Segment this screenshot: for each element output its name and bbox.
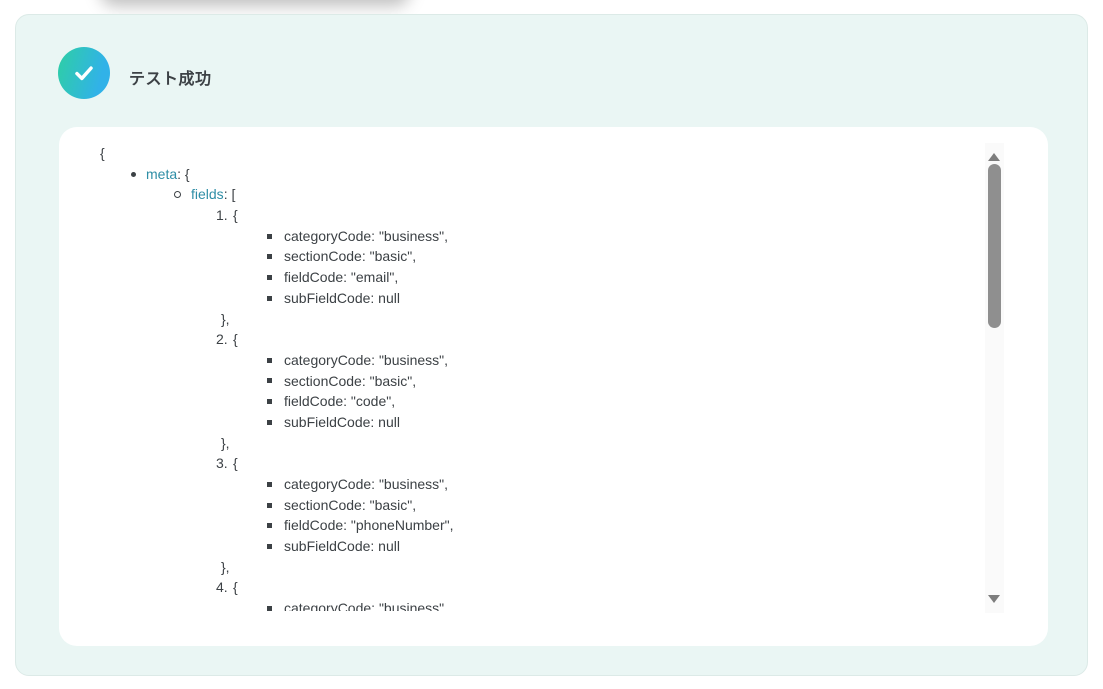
json-item-close-line: }, <box>100 557 980 578</box>
square-bullet-icon <box>267 233 272 239</box>
json-leaf-text: subFieldCode: null <box>284 289 400 306</box>
json-item-fields: categoryCode: "business", sectionCode: "b… <box>100 350 980 433</box>
json-leaf-text: fieldCode: "phoneNumber", <box>284 517 454 534</box>
scrollbar-track[interactable] <box>985 143 1004 613</box>
open-brace: { <box>233 455 238 472</box>
json-array-item: 2. { categoryCode: "business", sectionCode… <box>100 329 980 453</box>
json-item-fields: categoryCode: "business", sectionCode: "b… <box>100 226 980 309</box>
json-leaf-line: fieldCode: "email", <box>100 267 980 288</box>
json-leaf-text: sectionCode: "basic", <box>284 372 417 389</box>
square-bullet-icon <box>267 605 272 611</box>
json-leaf-line: subFieldCode: null <box>100 288 980 309</box>
square-bullet-icon <box>267 378 272 384</box>
json-leaf-text: fieldCode: "code", <box>284 393 396 410</box>
json-leaf-line: subFieldCode: null <box>100 412 980 433</box>
json-item-index: 1. <box>216 207 228 224</box>
json-result-panel: { meta: { fields: [ 1. { categoryCode: "b… <box>59 127 1048 646</box>
json-leaf-text: categoryCode: "business" <box>284 600 445 611</box>
json-leaf-line: sectionCode: "basic", <box>100 371 980 392</box>
square-bullet-icon <box>267 399 272 405</box>
json-item-close-line: }, <box>100 433 980 454</box>
close-brace: }, <box>221 310 230 327</box>
json-line-fields: fields: [ <box>100 184 980 205</box>
json-leaf-line: categoryCode: "business", <box>100 350 980 371</box>
json-leaf-text: fieldCode: "email", <box>284 269 399 286</box>
square-bullet-icon <box>267 523 272 529</box>
json-leaf-line: categoryCode: "business", <box>100 226 980 247</box>
json-item-open-line: 3. { <box>100 453 980 474</box>
checkmark-glyph <box>75 66 93 81</box>
success-check-icon <box>58 47 110 99</box>
result-card: テスト成功 { meta: { fields: [ 1. { categoryCo… <box>15 14 1088 676</box>
square-bullet-icon <box>267 295 272 301</box>
json-array-item: 3. { categoryCode: "business", sectionCode… <box>100 453 980 577</box>
square-bullet-icon <box>267 481 272 487</box>
close-brace: }, <box>221 558 230 575</box>
scrollbar-thumb[interactable] <box>988 164 1001 328</box>
disc-bullet-icon <box>131 171 136 177</box>
json-leaf-line: categoryCode: "business" <box>100 598 980 611</box>
json-item-open-line: 2. { <box>100 329 980 350</box>
json-leaf-line: categoryCode: "business", <box>100 474 980 495</box>
json-leaf-text: categoryCode: "business", <box>284 476 449 492</box>
json-leaf-line: subFieldCode: null <box>100 536 980 557</box>
json-array-item: 1. { categoryCode: "business", sectionCode… <box>100 205 980 329</box>
json-array-items: 1. { categoryCode: "business", sectionCode… <box>100 205 980 611</box>
json-leaf-text: categoryCode: "business", <box>284 227 449 244</box>
json-leaf-text: subFieldCode: null <box>284 538 400 555</box>
json-array-item: 4. { categoryCode: "business" <box>100 577 980 611</box>
square-bullet-icon <box>267 502 272 508</box>
json-line-meta: meta: { <box>100 164 980 185</box>
json-item-open-line: 4. { <box>100 577 980 598</box>
json-leaf-line: fieldCode: "code", <box>100 391 980 412</box>
open-brace: { <box>100 145 105 161</box>
result-title: テスト成功 <box>129 71 212 88</box>
json-key-fields[interactable]: fields <box>191 186 224 203</box>
json-leaf-text: sectionCode: "basic", <box>284 248 417 265</box>
json-item-open-line: 1. { <box>100 205 980 226</box>
fields-open-suffix: : [ <box>223 186 236 203</box>
square-bullet-icon <box>267 543 272 549</box>
json-leaf-line: sectionCode: "basic", <box>100 246 980 267</box>
open-brace: { <box>233 331 238 348</box>
json-item-index: 3. <box>216 455 228 472</box>
json-key-meta[interactable]: meta <box>146 165 178 182</box>
json-item-index: 2. <box>216 331 228 348</box>
scroll-up-icon[interactable] <box>988 153 1000 161</box>
json-item-fields: categoryCode: "business", sectionCode: "b… <box>100 474 980 557</box>
json-leaf-text: categoryCode: "business", <box>284 351 449 368</box>
json-tree: { meta: { fields: [ 1. { categoryCode: "b… <box>100 143 980 611</box>
close-brace: }, <box>221 434 230 451</box>
json-leaf-text: subFieldCode: null <box>284 413 400 430</box>
square-bullet-icon <box>267 419 272 425</box>
square-bullet-icon <box>267 357 272 363</box>
square-bullet-icon <box>267 274 272 280</box>
json-leaf-line: sectionCode: "basic", <box>100 495 980 516</box>
square-bullet-icon <box>267 254 272 260</box>
circle-bullet-icon <box>174 191 181 199</box>
meta-open-suffix: : { <box>177 165 190 182</box>
json-leaf-line: fieldCode: "phoneNumber", <box>100 515 980 536</box>
json-root-open-line: { <box>100 143 980 164</box>
open-brace: { <box>233 207 238 224</box>
open-brace: { <box>233 579 238 596</box>
json-item-close-line: }, <box>100 309 980 330</box>
scroll-down-icon[interactable] <box>988 595 1000 603</box>
json-item-fields: categoryCode: "business" <box>100 598 980 611</box>
json-leaf-text: sectionCode: "basic", <box>284 496 417 513</box>
json-item-index: 4. <box>216 579 228 596</box>
